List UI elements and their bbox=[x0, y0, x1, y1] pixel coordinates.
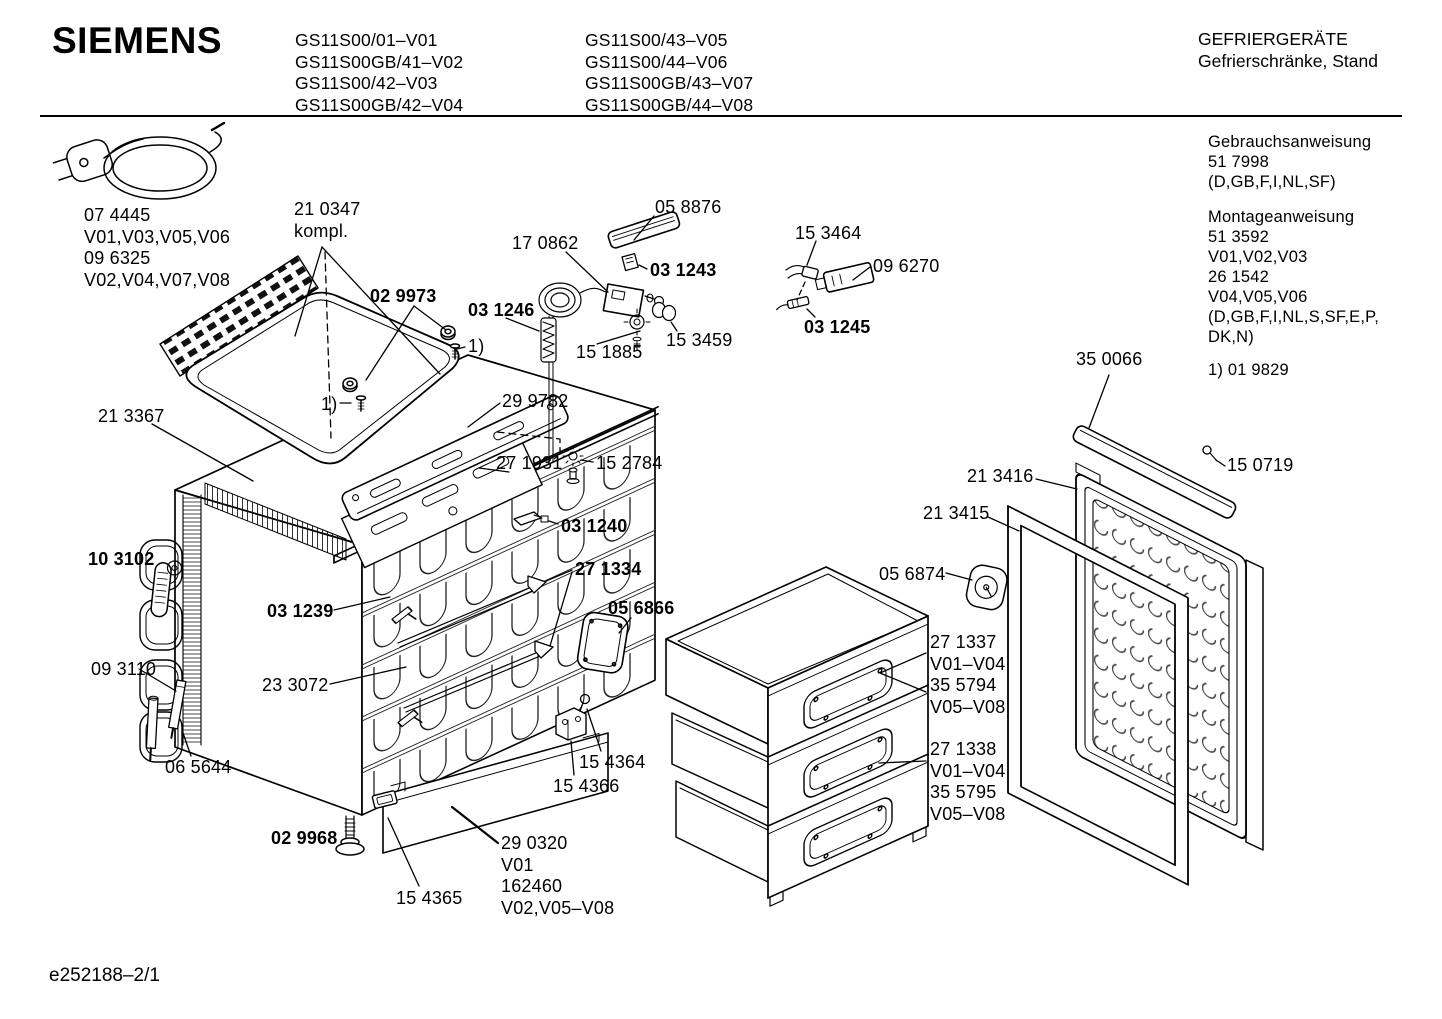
mounting-rail-drawing bbox=[341, 395, 569, 521]
part-label: 21 3416 bbox=[967, 466, 1034, 486]
part-label: 1) bbox=[321, 394, 338, 414]
part-label: 27 1334 bbox=[575, 559, 642, 579]
washer-drawing bbox=[623, 308, 651, 351]
part-label: 05 6866 bbox=[608, 598, 675, 618]
drain-pipe-drawing bbox=[145, 695, 159, 762]
terminal-drawing bbox=[776, 296, 810, 311]
hinge-pin-drawing bbox=[150, 560, 183, 618]
part-label: 15 4364 bbox=[579, 752, 646, 772]
part-label: 27 1337 V01–V04 35 5794 V05–V08 bbox=[930, 632, 1006, 717]
door-trim-drawing bbox=[1072, 425, 1237, 519]
part-label: 09 3110 bbox=[91, 659, 157, 679]
part-label: 21 3415 bbox=[923, 503, 990, 523]
part-label: 07 4445 V01,V03,V05,V06 09 6325 V02,V04,… bbox=[84, 205, 231, 290]
part-label: 03 1246 bbox=[468, 300, 535, 320]
part-label: 21 0347 kompl. bbox=[294, 199, 361, 241]
part-label: 05 6874 bbox=[879, 564, 946, 584]
grommet-drawing bbox=[651, 301, 677, 322]
part-label: 02 9968 bbox=[271, 828, 338, 848]
model-list-column-1: GS11S00/01–V01 GS11S00GB/41–V02 GS11S00/… bbox=[295, 30, 464, 115]
door-pin-drawing bbox=[1202, 445, 1218, 462]
part-label: 03 1243 bbox=[650, 260, 717, 280]
part-label: 17 0862 bbox=[512, 233, 579, 253]
condenser-coil-hatch bbox=[183, 495, 201, 745]
part-label: 10 3102 bbox=[88, 549, 155, 569]
base-panel-drawing bbox=[382, 732, 609, 854]
part-label: 23 3072 bbox=[262, 675, 329, 695]
usage-instructions-note: Gebrauchsanweisung 51 7998 (D,GB,F,I,NL,… bbox=[1208, 133, 1372, 191]
part-label: 15 1885 bbox=[576, 342, 643, 362]
part-label: 29 0320 V01 162460 V02,V05–V08 bbox=[501, 833, 615, 918]
model-list-column-2: GS11S00/43–V05 GS11S00/44–V06 GS11S00GB/… bbox=[585, 30, 754, 115]
door-drawing bbox=[1075, 462, 1247, 839]
gasket-plate-drawing bbox=[576, 611, 629, 674]
part-label: 03 1239 bbox=[267, 601, 334, 621]
part-label: 15 4366 bbox=[553, 776, 620, 796]
part-label: 15 2784 bbox=[596, 453, 663, 473]
part-label: 27 1931 bbox=[496, 453, 563, 473]
brand-logo: SIEMENS bbox=[52, 20, 223, 61]
top-panel-drawing bbox=[159, 255, 461, 465]
part-label: 03 1245 bbox=[804, 317, 871, 337]
part-label: 15 3464 bbox=[795, 223, 862, 243]
power-cord-drawing bbox=[52, 121, 226, 200]
part-label: 21 3367 bbox=[98, 406, 165, 426]
lid-fastener-nut bbox=[342, 377, 358, 393]
part-label: 27 1338 V01–V04 35 5795 V05–V08 bbox=[930, 739, 1006, 824]
part-label: 15 3459 bbox=[666, 330, 733, 350]
part-label: 15 4365 bbox=[396, 888, 463, 908]
part-label: 35 0066 bbox=[1076, 349, 1143, 369]
drain-tube-drawing bbox=[168, 679, 187, 739]
part-label: 02 9973 bbox=[370, 286, 437, 306]
hinge-bracket-drawing bbox=[555, 693, 591, 741]
star-washer-drawing bbox=[562, 445, 584, 485]
clamp-drawing bbox=[621, 252, 639, 272]
connector-drawing bbox=[814, 262, 875, 293]
mounting-instructions-note: Montageanweisung 51 3592 V01,V02,V03 26 … bbox=[1208, 208, 1379, 346]
part-label: 06 5644 bbox=[165, 757, 232, 777]
category-title: GEFRIERGERÄTE bbox=[1198, 29, 1348, 49]
part-label: 09 6270 bbox=[873, 256, 940, 276]
part-label: 1) bbox=[468, 336, 485, 356]
shelf-rod-drawing bbox=[397, 575, 554, 713]
trim-piece-drawing bbox=[607, 211, 681, 249]
part-label: 15 0719 bbox=[1227, 455, 1294, 475]
footnote-reference: 1) 01 9829 bbox=[1208, 361, 1289, 379]
wire-terminal-drawing bbox=[785, 264, 819, 280]
part-label: 29 9782 bbox=[502, 391, 569, 411]
door-shell-edge bbox=[1245, 559, 1264, 851]
drawer-stack-drawing bbox=[665, 566, 929, 907]
category-block: GEFRIERGERÄTE Gefrierschränke, Stand bbox=[1198, 29, 1378, 72]
thermostat-drawing bbox=[538, 282, 665, 463]
foot-screw-drawing bbox=[335, 815, 365, 856]
door-seal-drawing bbox=[1007, 504, 1189, 886]
part-label: 03 1240 bbox=[561, 516, 628, 536]
header-rule bbox=[40, 115, 1402, 117]
leader-lines bbox=[138, 215, 1226, 887]
document-number: e252188–2/1 bbox=[49, 965, 160, 986]
capillary-spring-drawing bbox=[540, 317, 557, 363]
part-label: 05 8876 bbox=[655, 197, 722, 217]
category-subtitle: Gefrierschränke, Stand bbox=[1198, 50, 1378, 71]
dial-bezel-drawing bbox=[965, 564, 1008, 611]
base-clip-drawing bbox=[371, 790, 398, 809]
clip-drawing bbox=[513, 511, 549, 526]
